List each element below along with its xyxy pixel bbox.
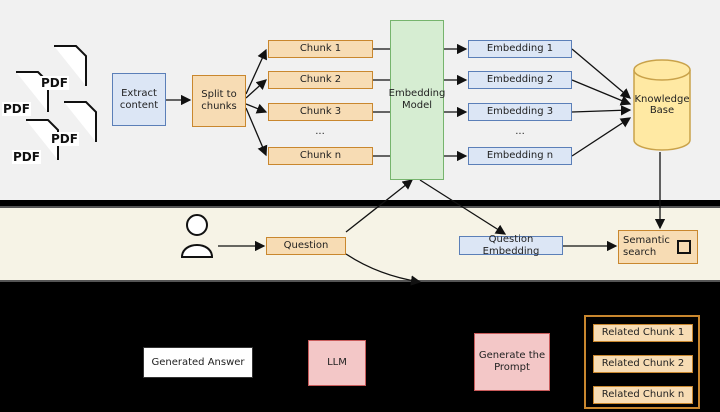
user-icon bbox=[180, 213, 214, 259]
arrow-model-qembedding bbox=[419, 179, 507, 235]
split-to-chunks-node: Split to chunks bbox=[192, 75, 246, 127]
generated-answer-node: Generated Answer bbox=[143, 347, 253, 378]
knowledge-base-node: Knowledge Base bbox=[632, 58, 692, 152]
question-node: Question bbox=[266, 237, 346, 255]
pdf-label: PDF bbox=[40, 76, 69, 90]
chunk-n-node: Chunk n bbox=[268, 147, 373, 165]
semantic-search-label: Semantic search bbox=[623, 235, 670, 258]
pdf-file-icon: PDF bbox=[40, 44, 90, 90]
arrow-split-chunk2 bbox=[245, 79, 267, 99]
arrow-split-chunk3 bbox=[245, 103, 268, 114]
chunk-3-node: Chunk 3 bbox=[268, 103, 373, 121]
pdf-file-icon: PDF bbox=[50, 100, 100, 146]
arrow-question-down bbox=[345, 253, 422, 286]
embedding-model-node: Embedding Model bbox=[389, 20, 445, 180]
embedding-3-node: Embedding 3 bbox=[468, 103, 572, 121]
embedding-n-node: Embedding n bbox=[468, 147, 572, 165]
related-chunk-n-node: Related Chunk n bbox=[593, 386, 693, 404]
arrow-emb3-kb bbox=[571, 105, 632, 116]
generate-prompt-node: Generate the Prompt bbox=[474, 333, 550, 391]
related-chunk-2-node: Related Chunk 2 bbox=[593, 355, 693, 373]
arrow-emb2-kb bbox=[571, 79, 632, 106]
arrow-embn-kb bbox=[571, 117, 632, 157]
knowledge-base-label: Knowledge Base bbox=[634, 94, 690, 116]
arrow-emb1-kb bbox=[571, 48, 631, 99]
embedding-2-node: Embedding 2 bbox=[468, 71, 572, 89]
extract-content-node: Extract content bbox=[112, 73, 166, 126]
arrow-split-chunkn bbox=[245, 107, 268, 157]
query-band bbox=[0, 206, 720, 282]
arrow-split-chunk1 bbox=[245, 48, 267, 95]
embedding-ellipsis: ... bbox=[515, 126, 525, 137]
question-embedding-node: Question Embedding bbox=[459, 234, 563, 257]
pdf-label: PDF bbox=[12, 150, 41, 164]
pdf-label: PDF bbox=[2, 102, 31, 116]
embedding-1-node: Embedding 1 bbox=[468, 40, 572, 58]
semantic-search-node: Semantic search bbox=[618, 230, 698, 264]
chunk-2-node: Chunk 2 bbox=[268, 71, 373, 89]
related-chunk-1-node: Related Chunk 1 bbox=[593, 324, 693, 342]
chunk-ellipsis: ... bbox=[315, 126, 325, 137]
related-chunks-group bbox=[584, 315, 700, 409]
chip-icon bbox=[677, 240, 691, 254]
chunk-1-node: Chunk 1 bbox=[268, 40, 373, 58]
arrow-question-model bbox=[345, 179, 414, 233]
llm-node: LLM bbox=[308, 340, 366, 386]
pdf-label: PDF bbox=[50, 132, 79, 146]
